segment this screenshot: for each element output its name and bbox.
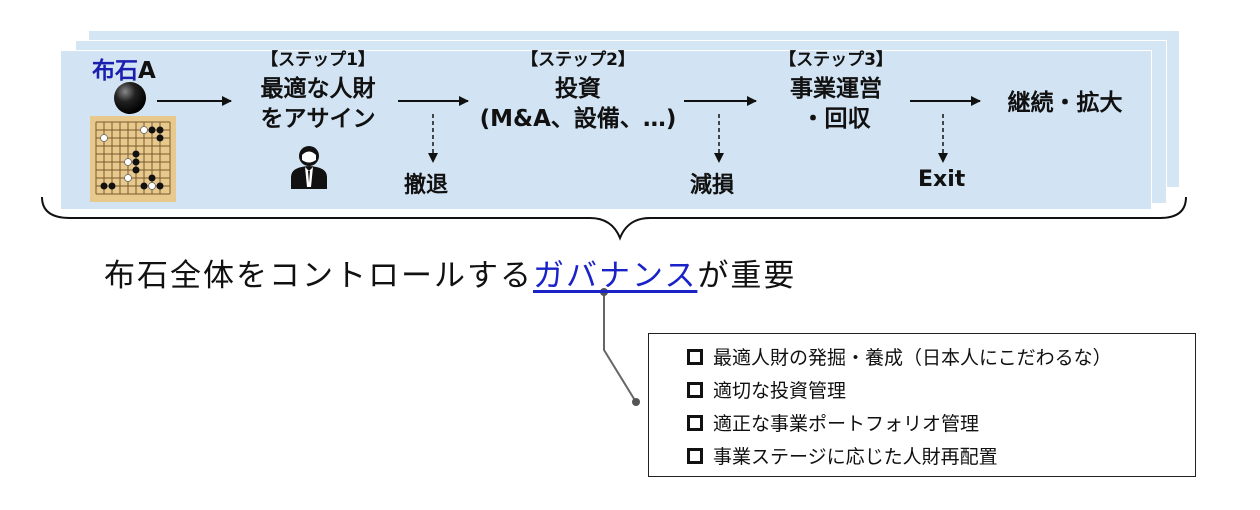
diagram-title: 布石A	[92, 51, 156, 85]
checkbox-icon	[687, 447, 703, 464]
connector-dot-end	[632, 398, 640, 406]
list-item: 最適人財の発掘・養成（日本人にこだわるな）	[687, 343, 1112, 370]
governance-statement: 布石全体をコントロールするガバナンスが重要	[104, 250, 796, 295]
list-item: 事業ステージに応じた人財再配置	[687, 442, 998, 469]
go-board-icon	[90, 116, 176, 202]
go-stone-icon	[114, 82, 146, 114]
step1-text: 最適な人財 をアサイン	[228, 74, 408, 134]
title-part-kanji: 布石	[92, 58, 138, 84]
checkbox-icon	[687, 348, 703, 365]
governance-link[interactable]: ガバナンス	[533, 258, 698, 294]
list-item-label: 適正な事業ポートフォリオ管理	[713, 413, 980, 435]
step2-line1: 投資	[555, 76, 601, 102]
step2-header: 【ステップ2】	[521, 50, 635, 70]
step3-line1: 事業運営	[790, 76, 882, 102]
step1-line2: をアサイン	[260, 106, 376, 132]
exit-label-impairment: 減損	[690, 173, 735, 198]
checkbox-icon	[687, 414, 703, 431]
title-part-letter: A	[138, 58, 156, 84]
list-item-label: 事業ステージに応じた人財再配置	[713, 446, 998, 468]
step3-text: 事業運営 ・回収	[756, 74, 916, 134]
curly-brace	[41, 196, 1187, 241]
checkbox-icon	[687, 381, 703, 398]
step3-header: 【ステップ3】	[779, 50, 893, 70]
list-item: 適切な投資管理	[687, 376, 846, 403]
step1-line1: 最適な人財	[260, 76, 376, 102]
governance-prefix: 布石全体をコントロールする	[104, 258, 533, 294]
governance-items-box: 最適人財の発掘・養成（日本人にこだわるな） 適切な投資管理 適正な事業ポートフォ…	[648, 333, 1196, 477]
step1-header: 【ステップ1】	[261, 50, 375, 70]
final-step-text: 継続・拡大	[1007, 90, 1123, 116]
list-item: 適正な事業ポートフォリオ管理	[687, 409, 979, 436]
panel-layer-front	[60, 50, 1152, 210]
governance-suffix: が重要	[697, 258, 797, 294]
step2-line2: (M&A、設備、…)	[479, 106, 677, 132]
step2-text: 投資 (M&A、設備、…)	[478, 74, 678, 134]
list-item-label: 最適人財の発掘・養成（日本人にこだわるな）	[713, 347, 1112, 369]
connector-dot-start	[600, 288, 608, 296]
exit-label-withdraw: 撤退	[404, 173, 449, 198]
list-item-label: 適切な投資管理	[713, 380, 847, 402]
connector-line	[603, 292, 637, 403]
exit-label-exit: Exit	[918, 167, 966, 192]
step3-line2: ・回収	[801, 106, 871, 132]
business-person-icon	[291, 146, 327, 189]
